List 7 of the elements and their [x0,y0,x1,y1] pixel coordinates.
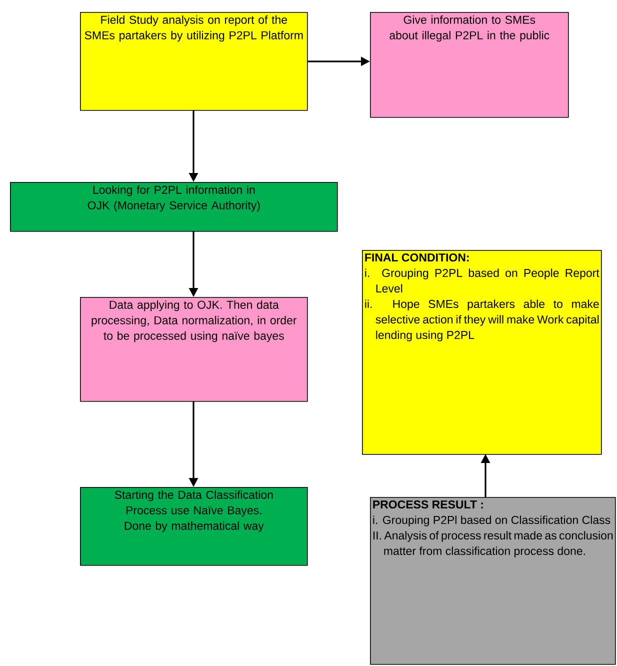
process-box: Data applying to OJK. Then data processing, Data normalization, in order to be processed using naïve bayes [80,297,308,402]
process-box: Starting the Data Classification Process use Naïve Bayes. Done by mathematical way [80,487,308,566]
result-box: FINAL CONDITION: i. Grouping P2PL based on People Report Level ii. Hope SMEs partakers able to make selective action if they will make Work capital lending using P2PL [362,250,602,455]
result-box: PROCESS RESULT : i. Grouping P2Pl based on Classification Class II. Analysis of process result made as conclusion matter from classification process done. [370,497,616,665]
process-box: Looking for P2PL information in OJK (Monetary Service Authority) [10,182,338,232]
process-box: Give information to SMEs about illegal P2PL in the public [370,12,569,118]
process-box: Field Study analysis on report of the SMEs partakers by utilizing P2PL Platform [80,12,308,111]
